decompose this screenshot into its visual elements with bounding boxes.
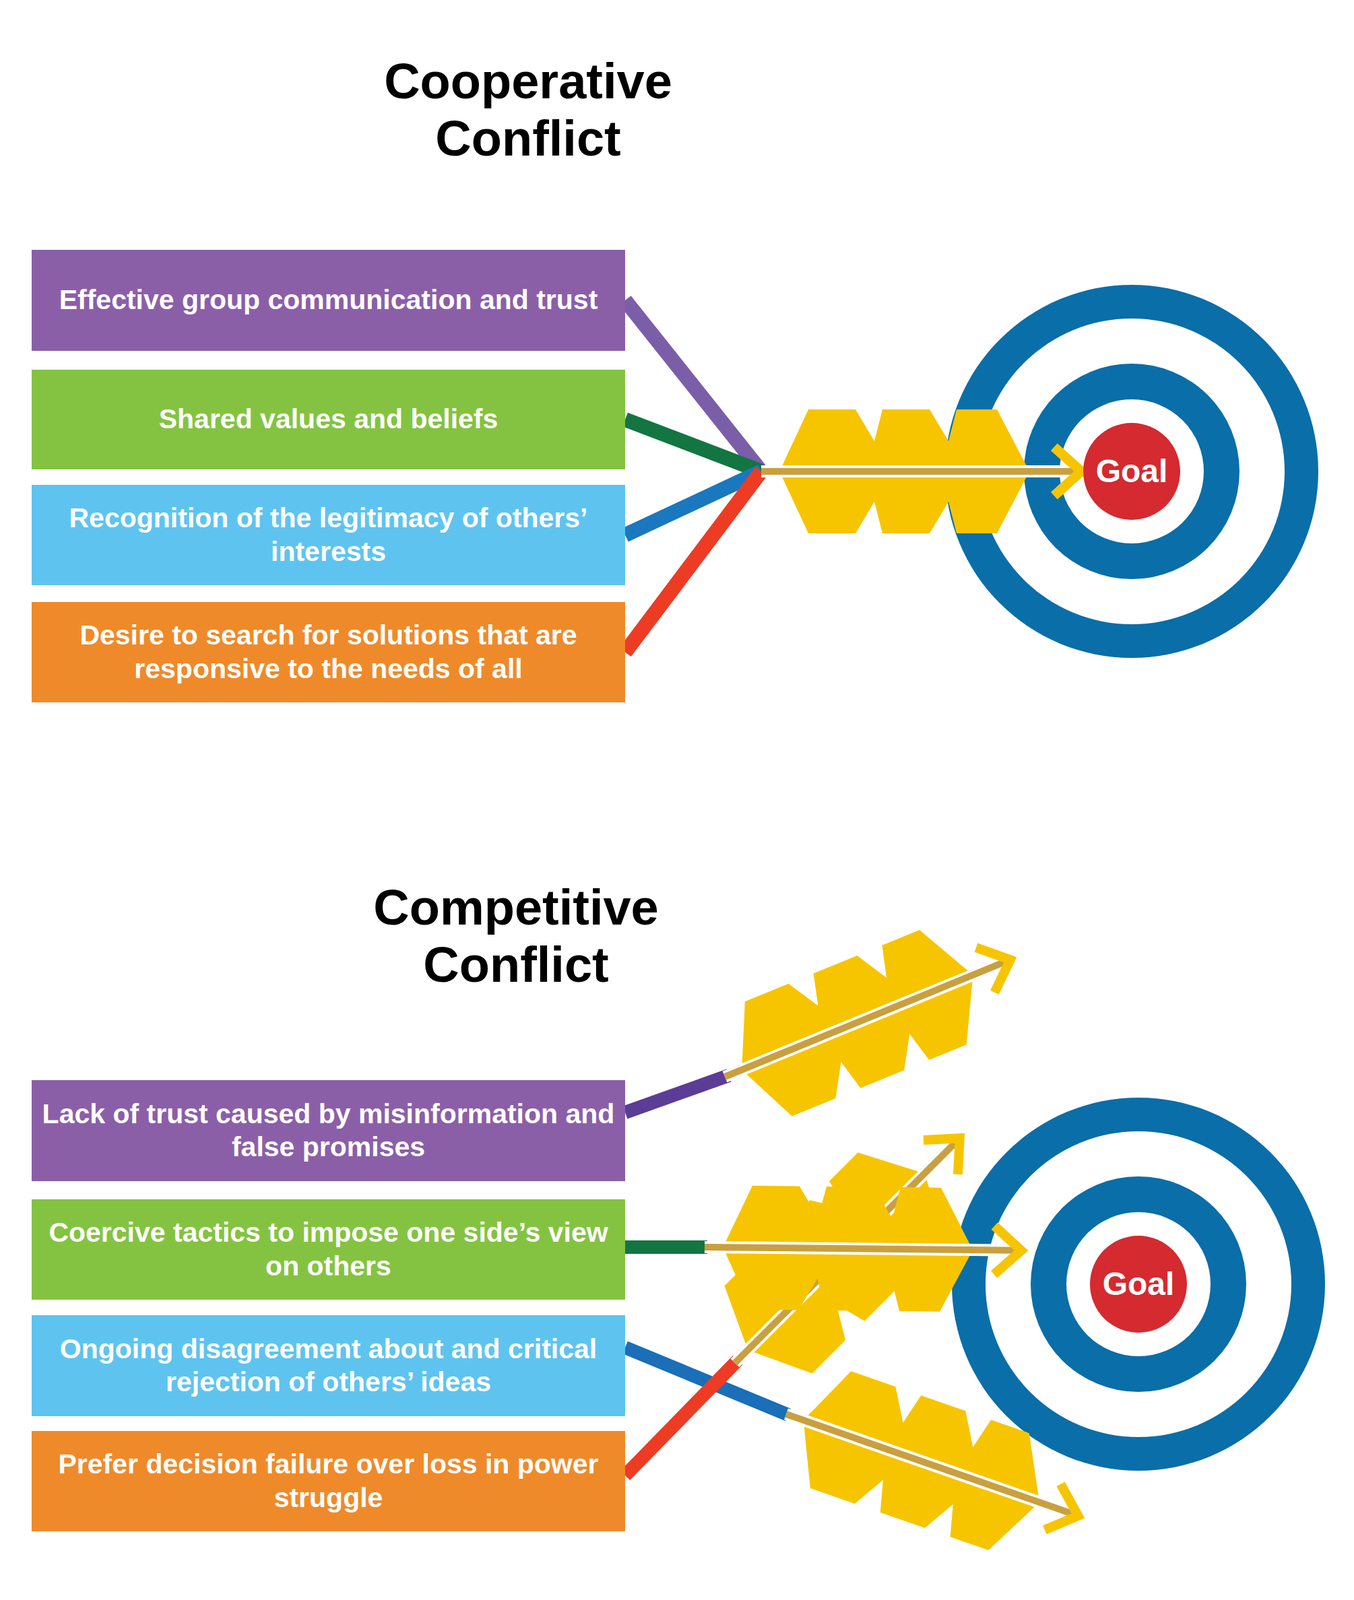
- box-text: Desire to search for solutions that are …: [41, 619, 616, 686]
- arrow-shaft: [786, 1414, 1074, 1515]
- section-heading: Competitive Conflict: [313, 879, 719, 994]
- arrow-head: [994, 1226, 1022, 1276]
- box-text: Shared values and beliefs: [158, 402, 499, 436]
- arrow-shaft: [761, 468, 1078, 475]
- factor-box: Effective group communication and trust: [31, 249, 626, 351]
- target-ring: [985, 1131, 1292, 1438]
- arrow-shaft: [761, 468, 1078, 475]
- target-ring: [951, 1098, 1326, 1472]
- arrow-shaft: [724, 961, 1006, 1078]
- arrow-head: [923, 1121, 977, 1175]
- goal-circle: Goal: [1083, 423, 1181, 521]
- arrow-shaft: [761, 465, 1078, 478]
- arrow-shaft: [704, 1247, 1016, 1251]
- lead-line: [625, 1360, 738, 1476]
- connector-line: [625, 300, 762, 472]
- lead-line: [625, 1075, 729, 1113]
- arrow-head: [976, 937, 1020, 993]
- arrow-shaft: [761, 468, 1078, 475]
- target: [951, 1098, 1326, 1472]
- missed-arrow: [765, 1356, 1099, 1575]
- lead-line: [625, 1240, 708, 1255]
- box-text: Coercive tactics to impose one side’s vi…: [41, 1216, 616, 1283]
- arrow-shaft: [786, 1414, 1074, 1515]
- arrow-shaft: [761, 468, 1078, 475]
- arrow-shaft: [761, 465, 1078, 478]
- factor-box: Desire to search for solutions that are …: [31, 602, 626, 703]
- box-text: Lack of trust caused by misinformation a…: [41, 1098, 616, 1165]
- arrow-shaft: [761, 465, 1078, 478]
- target-ring: [1066, 1212, 1211, 1357]
- connector-line: [625, 471, 762, 653]
- missed-arrow: [703, 1185, 1022, 1313]
- factor-box: Ongoing disagreement about and critical …: [31, 1315, 626, 1417]
- connector-line: [625, 419, 762, 472]
- box-text: Effective group communication and trust: [59, 283, 599, 317]
- target-ring: [1030, 1176, 1247, 1393]
- box-text: Ongoing disagreement about and critical …: [41, 1333, 616, 1400]
- arrow-shaft: [724, 961, 1006, 1078]
- factor-box: Coercive tactics to impose one side’s vi…: [31, 1199, 626, 1301]
- connector: [625, 300, 1082, 496]
- factor-box: Lack of trust caused by misinformation a…: [31, 1080, 626, 1182]
- factor-box: Shared values and beliefs: [31, 369, 626, 470]
- connector: [625, 419, 1082, 496]
- box-text: Recognition of the legitimacy of others’…: [41, 501, 616, 568]
- factor-box: Recognition of the legitimacy of others’…: [31, 485, 626, 586]
- factor-box: Prefer decision failure over loss in pow…: [31, 1431, 626, 1532]
- goal-circle: Goal: [1089, 1236, 1187, 1334]
- arrow-shaft: [761, 465, 1078, 478]
- section-heading: Cooperative Conflict: [326, 52, 731, 168]
- goal-label: Goal: [1095, 454, 1169, 490]
- goal-label: Goal: [1102, 1267, 1175, 1303]
- arrow-shaft: [704, 1247, 1016, 1251]
- connector: [625, 447, 1082, 536]
- box-text: Prefer decision failure over loss in pow…: [41, 1448, 616, 1515]
- missed-arrow: [701, 902, 1035, 1135]
- lead-line: [625, 1347, 789, 1416]
- arrow-head: [1054, 447, 1082, 496]
- connector: [625, 447, 1082, 653]
- arrow-head: [1044, 1484, 1086, 1540]
